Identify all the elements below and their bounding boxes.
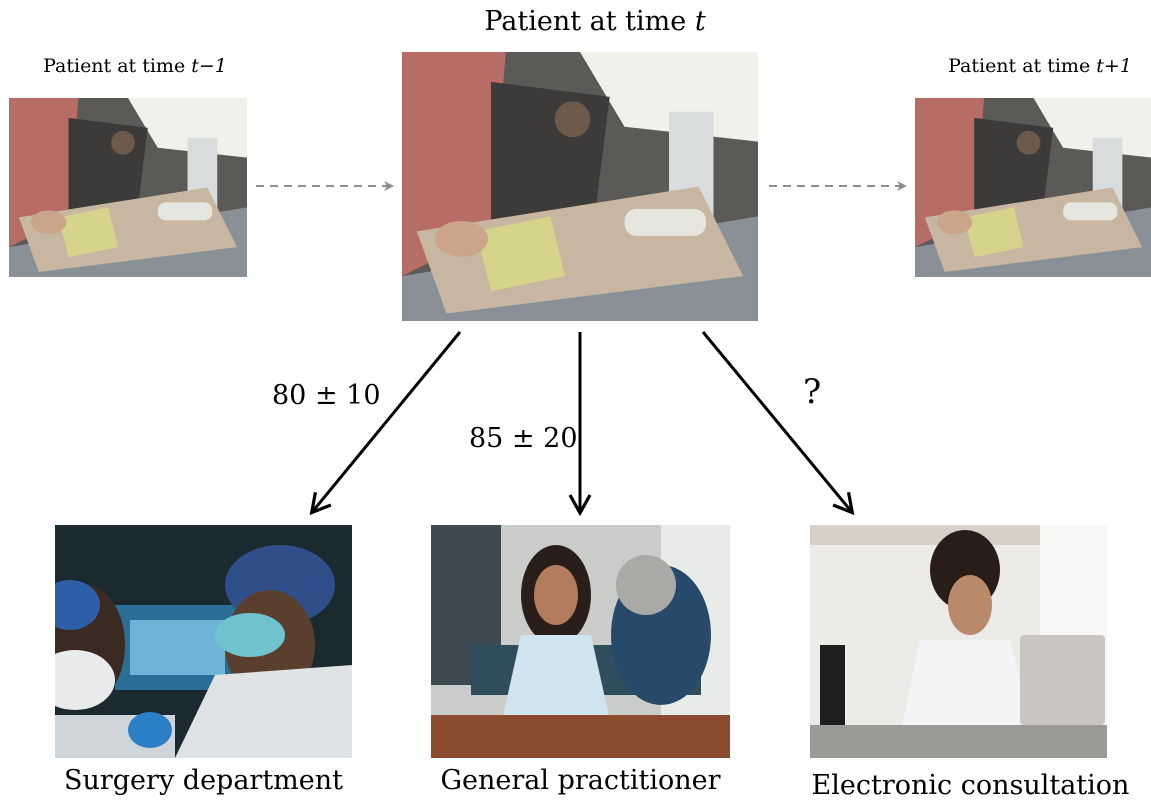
left-time-var: t−1 (191, 55, 227, 77)
left-patient-text: Patient at time (43, 55, 192, 77)
left-patient-label: Patient at time t−1 (20, 55, 250, 77)
arrow-to-surgery (309, 331, 462, 516)
right-patient-label: Patient at time t+1 (925, 55, 1151, 77)
general-practitioner-label: General practitioner (440, 765, 721, 796)
electronic-consultation-photo (810, 525, 1107, 758)
right-patient-text: Patient at time (948, 55, 1097, 77)
edge-label-general-practitioner: 85 ± 20 (469, 423, 578, 454)
arrow-to-electronic-consultation (701, 331, 855, 516)
edge-label-surgery: 80 ± 10 (272, 380, 381, 411)
surgery-department-label: Surgery department (63, 765, 344, 796)
right-time-var: t+1 (1096, 55, 1132, 77)
patient-photo-center (402, 52, 758, 321)
patient-photo-left (9, 98, 247, 277)
surgery-photo (55, 525, 352, 758)
edge-label-electronic-consultation: ? (803, 372, 822, 412)
center-patient-label: Patient at time t (470, 6, 720, 37)
patient-photo-right (915, 98, 1151, 277)
electronic-consultation-label: Electronic consultation (811, 770, 1130, 801)
general-practitioner-photo (431, 525, 730, 758)
center-time-var: t (694, 6, 706, 37)
center-patient-text: Patient at time (484, 6, 695, 37)
